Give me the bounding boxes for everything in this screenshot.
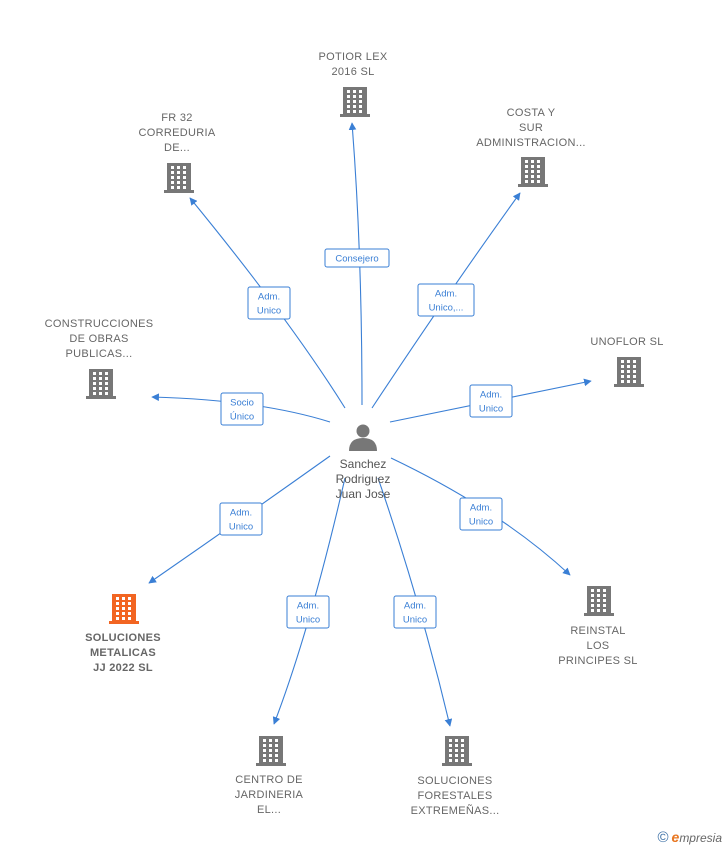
relation-label-centro[interactable]: Adm.Unico [286,595,330,629]
relation-box[interactable] [220,392,264,426]
relation-text: Adm.Unico [296,601,320,626]
copyright-icon: © [657,829,669,846]
building-icon[interactable] [256,736,286,766]
relation-label-fr32[interactable]: Adm.Unico [247,286,291,320]
relation-text: Adm.Unico [403,601,427,626]
brand-initial: e [671,829,680,845]
relation-text: Adm.Unico [257,292,281,317]
building-icon[interactable] [164,163,194,193]
company-label-unoflor: UNOFLOR SL [590,336,663,348]
relation-box[interactable] [393,595,437,629]
edges-layer [148,122,592,727]
building-icon[interactable] [109,594,139,624]
relation-box[interactable] [286,595,330,629]
empresia-watermark: ©empresia [657,829,722,846]
building-icon[interactable] [614,357,644,387]
relation-label-soluciones_metalicas[interactable]: Adm.Unico [219,502,263,536]
relation-text: Adm.Unico [479,390,503,415]
building-icon[interactable] [584,586,614,616]
person-icon [349,424,377,451]
relation-label-costa[interactable]: Adm.Unico,... [417,283,475,317]
relation-box[interactable] [324,248,390,268]
brand-name: mpresia [679,831,722,845]
relation-label-potior[interactable]: Consejero [324,248,390,268]
relation-text: Adm.Unico [229,508,253,533]
relation-box[interactable] [247,286,291,320]
relation-label-unoflor[interactable]: Adm.Unico [469,384,513,418]
relation-text: Adm.Unico [469,503,493,528]
relation-text: Consejero [335,254,378,265]
relation-label-forestales[interactable]: Adm.Unico [393,595,437,629]
relation-label-reinstal[interactable]: Adm.Unico [459,497,503,531]
relation-box[interactable] [219,502,263,536]
relation-text: Adm.Unico,... [429,289,464,314]
relation-box[interactable] [459,497,503,531]
building-icon[interactable] [340,87,370,117]
building-icon[interactable] [442,736,472,766]
building-icon[interactable] [86,369,116,399]
relation-box[interactable] [417,283,475,317]
building-icon[interactable] [518,157,548,187]
relation-box[interactable] [469,384,513,418]
